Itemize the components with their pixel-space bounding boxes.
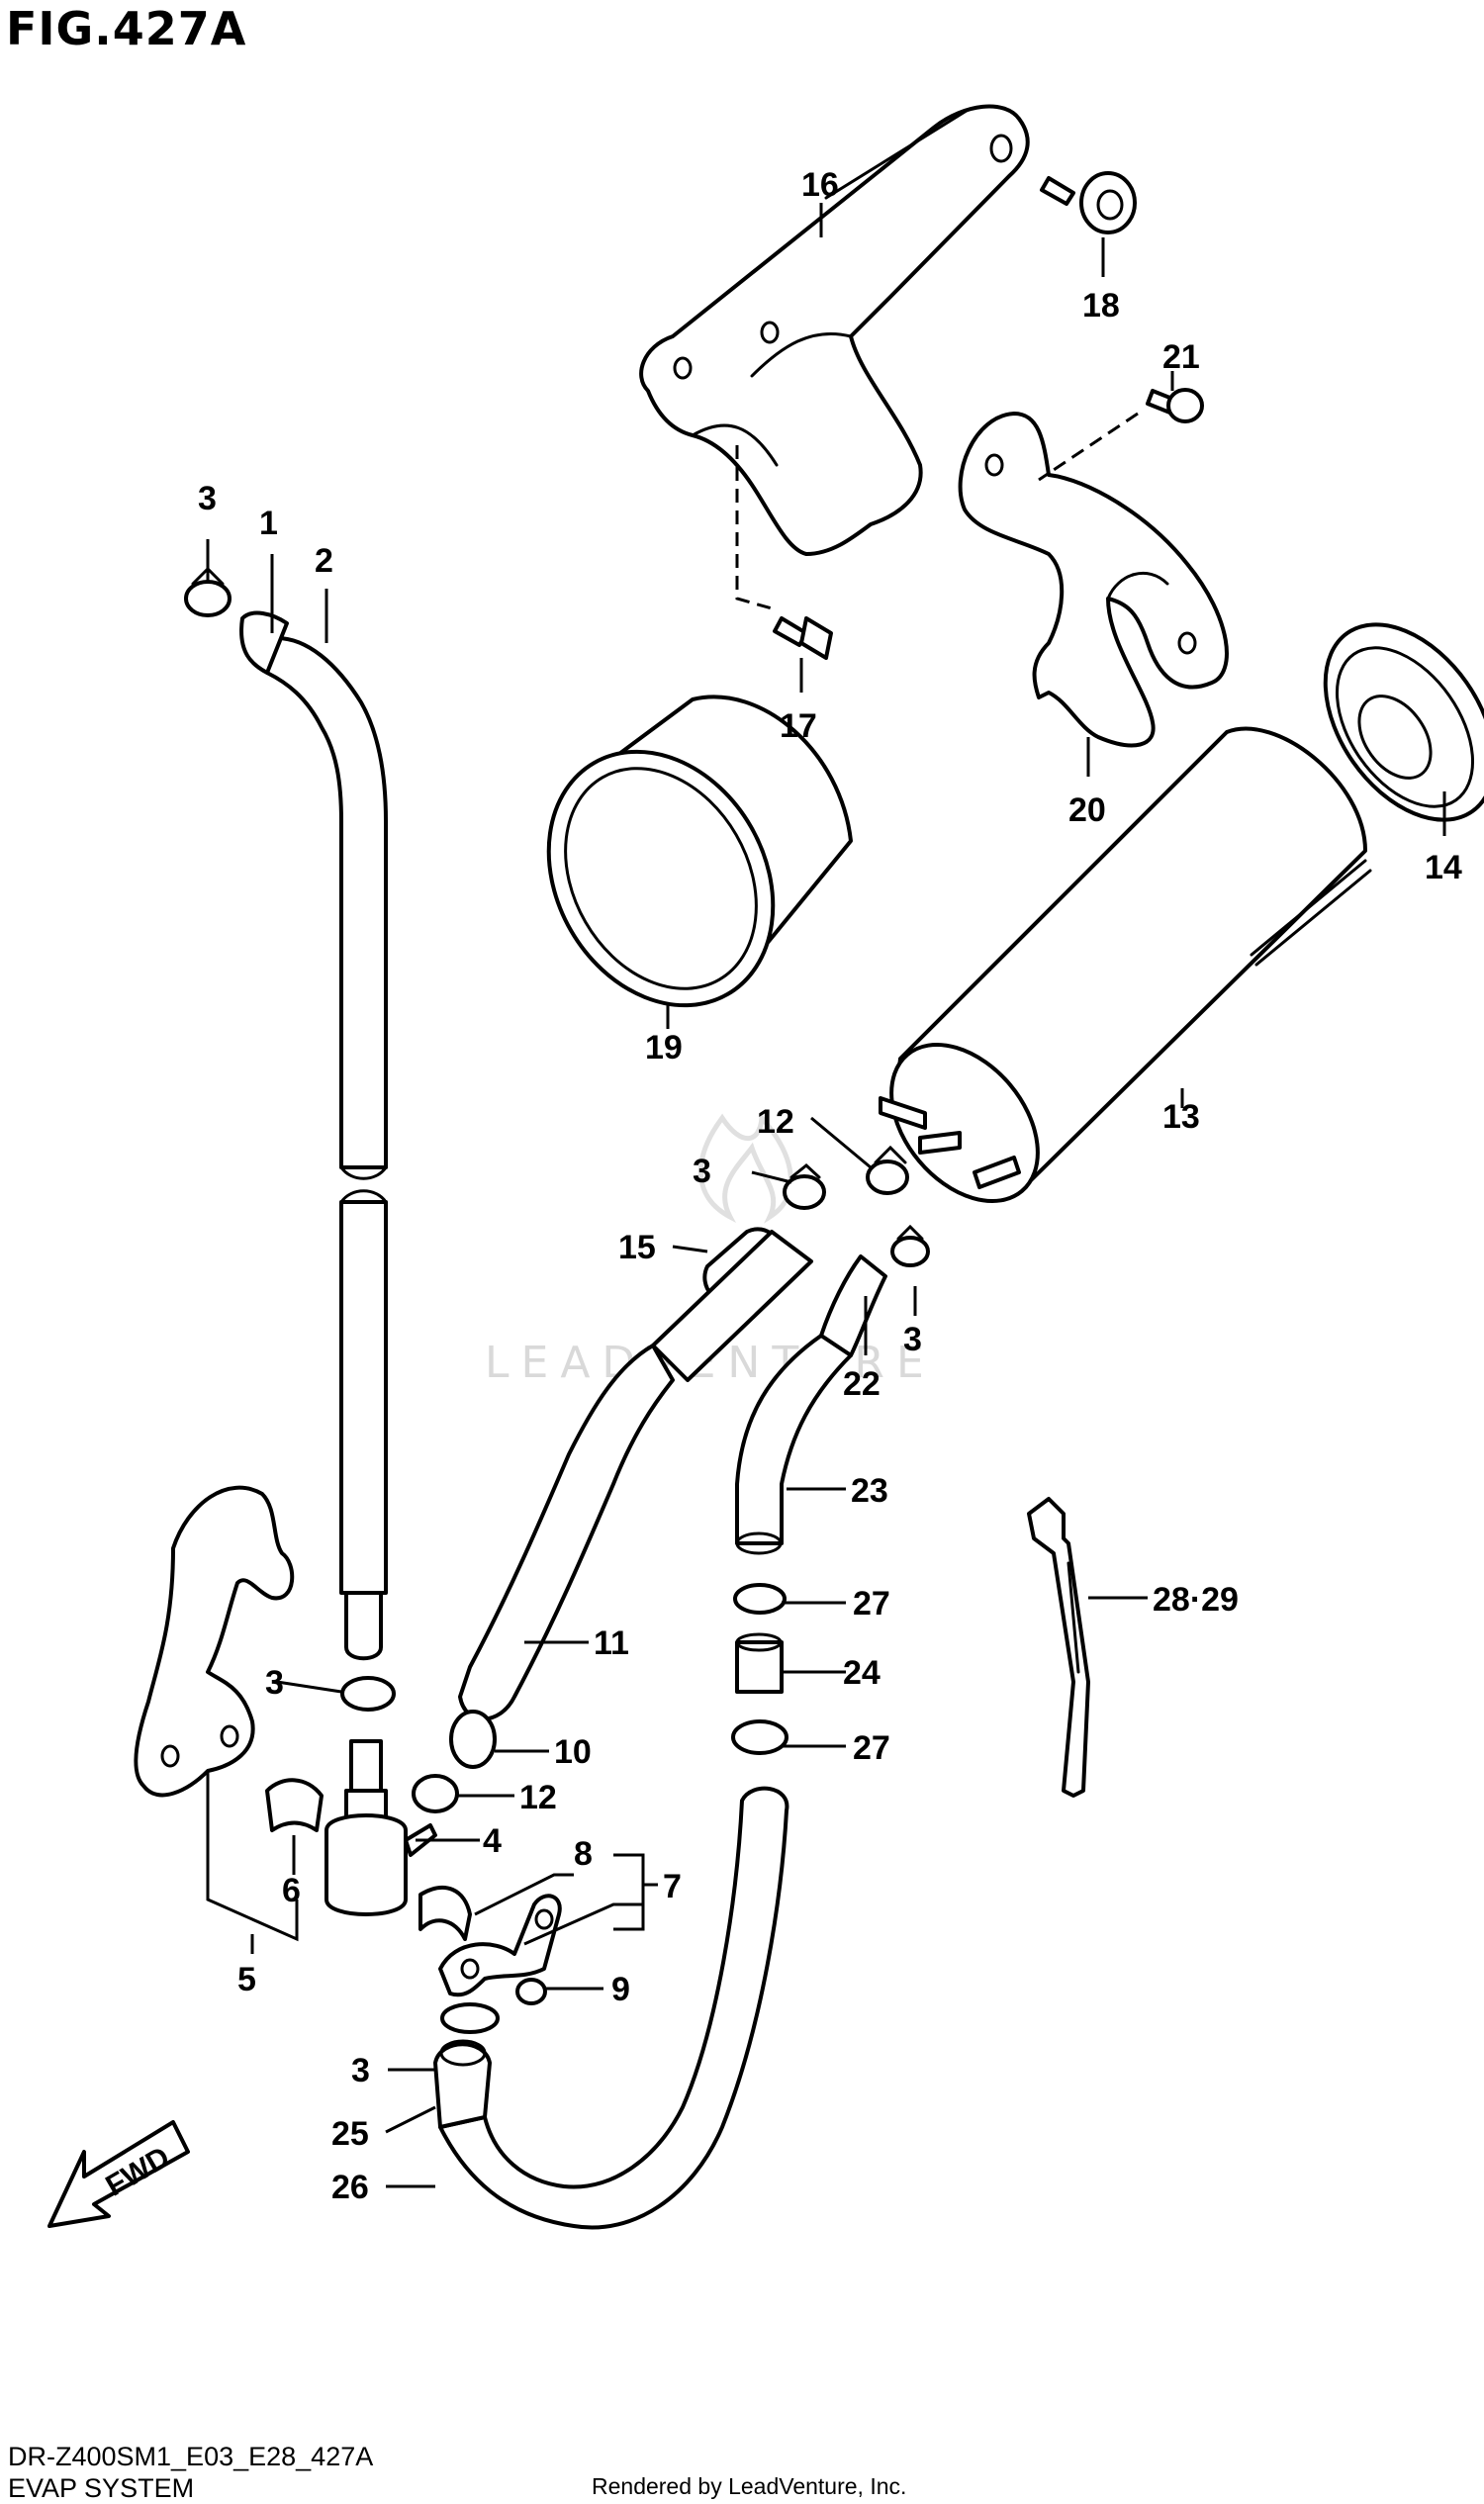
- clamp-27-upper[interactable]: [733, 1583, 787, 1615]
- callout-17: 17: [780, 707, 817, 745]
- bracket-5[interactable]: [134, 1485, 295, 1798]
- callout-3-right: 3: [903, 1321, 922, 1358]
- callout-4: 4: [483, 1822, 502, 1860]
- callout-28-29: 28·29: [1153, 1581, 1239, 1619]
- callout-27-lower: 27: [853, 1729, 890, 1767]
- callout-13: 13: [1162, 1098, 1200, 1136]
- leader-lines: [206, 203, 1446, 2188]
- bracket-20[interactable]: [958, 412, 1229, 748]
- callout-10: 10: [554, 1733, 592, 1771]
- callout-18: 18: [1082, 287, 1120, 325]
- screw-9[interactable]: [515, 1978, 547, 2005]
- clamp-3-lower[interactable]: [440, 2002, 500, 2034]
- footer-model-code: DR-Z400SM1_E03_E28_427A: [8, 2442, 374, 2471]
- callout-2: 2: [315, 542, 333, 580]
- callout-7: 7: [663, 1868, 682, 1905]
- callout-14: 14: [1425, 849, 1462, 886]
- callout-23: 23: [851, 1472, 888, 1510]
- fwd-direction-arrow: FWD: [47, 2120, 190, 2228]
- callout-22: 22: [843, 1365, 881, 1403]
- callout-3-lower: 3: [351, 2052, 370, 2089]
- canister-13[interactable]: [862, 726, 1372, 1230]
- clamp-3-top-center[interactable]: [783, 1163, 826, 1210]
- clamp-12-lower[interactable]: [412, 1774, 459, 1813]
- callout-6: 6: [282, 1872, 301, 1909]
- callout-8: 8: [574, 1835, 593, 1873]
- bracket-16[interactable]: [639, 104, 1030, 556]
- clamp-27-lower[interactable]: [731, 1719, 788, 1755]
- bolt-18[interactable]: [1040, 171, 1137, 234]
- bolt-17-guide-line: [735, 445, 773, 610]
- callout-25: 25: [331, 2115, 369, 2153]
- callout-5: 5: [237, 1961, 256, 1998]
- callout-27-upper: 27: [853, 1585, 890, 1623]
- clamp-3-right[interactable]: [890, 1224, 930, 1267]
- callout-24: 24: [843, 1654, 881, 1692]
- bolt-21-guide-line: [1038, 412, 1139, 482]
- cylinder-19[interactable]: [505, 695, 853, 1046]
- watermark-flame-icon: [698, 1111, 793, 1224]
- footer-rendered-by: Rendered by LeadVenture, Inc.: [592, 2473, 907, 2499]
- hose-26[interactable]: [438, 1786, 789, 2230]
- end-cap-14[interactable]: [1291, 594, 1484, 852]
- clamp-3-middle[interactable]: [340, 1676, 396, 1712]
- callout-3-upper-left: 3: [198, 480, 217, 517]
- hose-25[interactable]: [433, 2039, 492, 2129]
- bracket-7[interactable]: [438, 1894, 562, 1997]
- callout-20: 20: [1068, 791, 1106, 829]
- callout-21: 21: [1162, 338, 1200, 376]
- holder-6[interactable]: [265, 1778, 324, 1832]
- callout-11: 11: [594, 1624, 629, 1662]
- callout-19: 19: [645, 1029, 683, 1067]
- hose-end-10[interactable]: [449, 1710, 497, 1769]
- cable-tie-28-29[interactable]: [1027, 1497, 1090, 1798]
- callout-12-lower: 12: [519, 1779, 557, 1816]
- valve-4[interactable]: [325, 1739, 437, 1916]
- clamp-8[interactable]: [418, 1885, 472, 1941]
- callout-15: 15: [618, 1229, 656, 1266]
- callout-9: 9: [611, 1971, 630, 2008]
- callout-3-top-center: 3: [693, 1153, 711, 1190]
- joint-24[interactable]: [735, 1632, 784, 1694]
- clamp-12-upper[interactable]: [866, 1145, 909, 1195]
- bolt-17[interactable]: [773, 616, 833, 660]
- hose-23[interactable]: [735, 1334, 853, 1555]
- hose-1[interactable]: [239, 610, 289, 675]
- callout-3-middle: 3: [265, 1664, 284, 1702]
- bolt-21[interactable]: [1146, 388, 1204, 423]
- hose-2[interactable]: [265, 636, 388, 1661]
- callout-26: 26: [331, 2169, 369, 2206]
- callout-1: 1: [259, 505, 278, 542]
- figure-title: FIG.427A: [6, 2, 247, 55]
- callout-12-upper: 12: [757, 1103, 794, 1141]
- callout-numbers: 16 18 21 17 20 14 19 13 12 3 15 3 22 23 …: [198, 166, 1462, 2206]
- callout-16: 16: [801, 166, 839, 204]
